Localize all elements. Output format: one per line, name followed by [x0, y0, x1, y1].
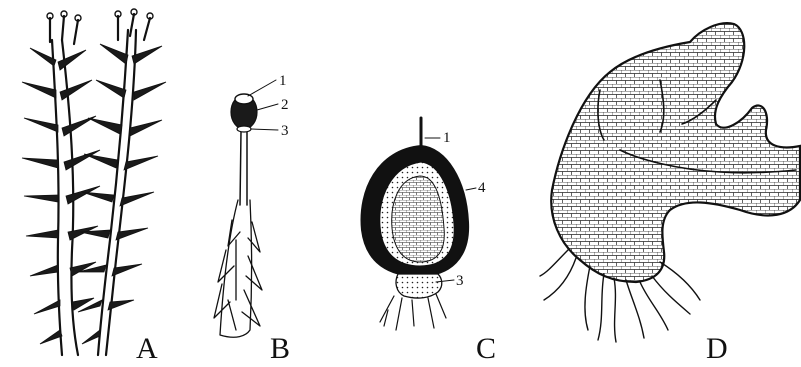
panel-d-thallus [540, 23, 800, 342]
panel-c-capsule-section [361, 118, 476, 330]
panel-c-callout-4: 4 [478, 180, 486, 196]
panel-b-lid [235, 94, 253, 104]
panel-b-callout-3: 3 [281, 123, 289, 139]
panel-b-seta [240, 132, 247, 205]
panel-d-thallus-body [551, 23, 800, 282]
panel-c-cell-mass [392, 176, 445, 262]
panel-b-callout-2: 2 [281, 97, 289, 113]
panel-c-callout-3: 3 [456, 273, 464, 289]
panel-c-foot [396, 274, 442, 298]
panel-a-moss-plant [22, 9, 166, 355]
panel-b-callout-1: 1 [279, 73, 287, 89]
panel-b-label: B [270, 332, 290, 365]
panel-c-callout-1: 1 [443, 130, 451, 146]
panel-a-label: A [136, 332, 158, 365]
panel-c-label: C [476, 332, 496, 365]
panel-b-gametophyte [214, 200, 262, 337]
panel-b-sporophyte [214, 80, 278, 337]
panel-d-label: D [706, 332, 728, 365]
